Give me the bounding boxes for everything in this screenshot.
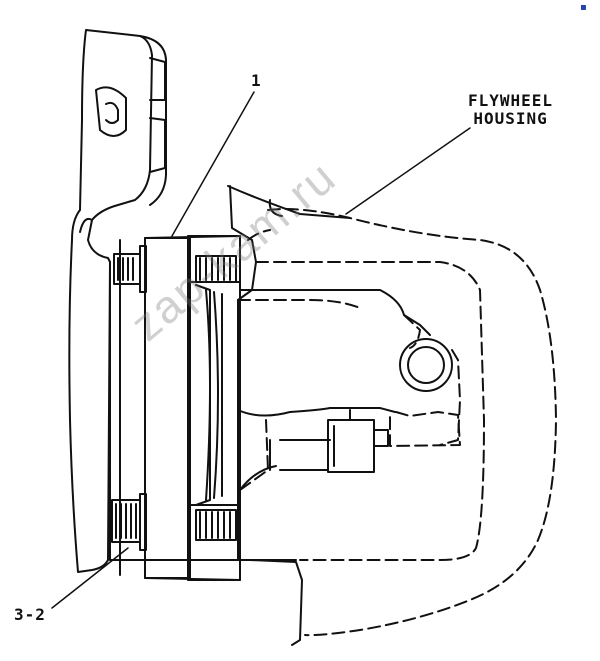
- leader-lines: [51, 91, 471, 609]
- corner-mark: ▪: [580, 2, 587, 13]
- lower-bolt: [111, 493, 237, 551]
- callout-part-1: 1: [251, 71, 262, 90]
- engine-block: [68, 29, 167, 573]
- flywheel-label-line1: FLYWHEEL: [468, 91, 554, 110]
- housing-dashed-outline: [237, 208, 557, 637]
- callout-flywheel-housing: FLYWHEEL HOUSING: [468, 92, 553, 128]
- callout-part-3-2: 3-2: [14, 605, 46, 624]
- bracket-part-1: [144, 235, 241, 581]
- flywheel-housing: [227, 185, 431, 646]
- connector-block: [279, 409, 389, 473]
- housing-hole: [399, 338, 453, 392]
- upper-bolt: [113, 245, 237, 293]
- flywheel-label-line2: HOUSING: [473, 109, 548, 128]
